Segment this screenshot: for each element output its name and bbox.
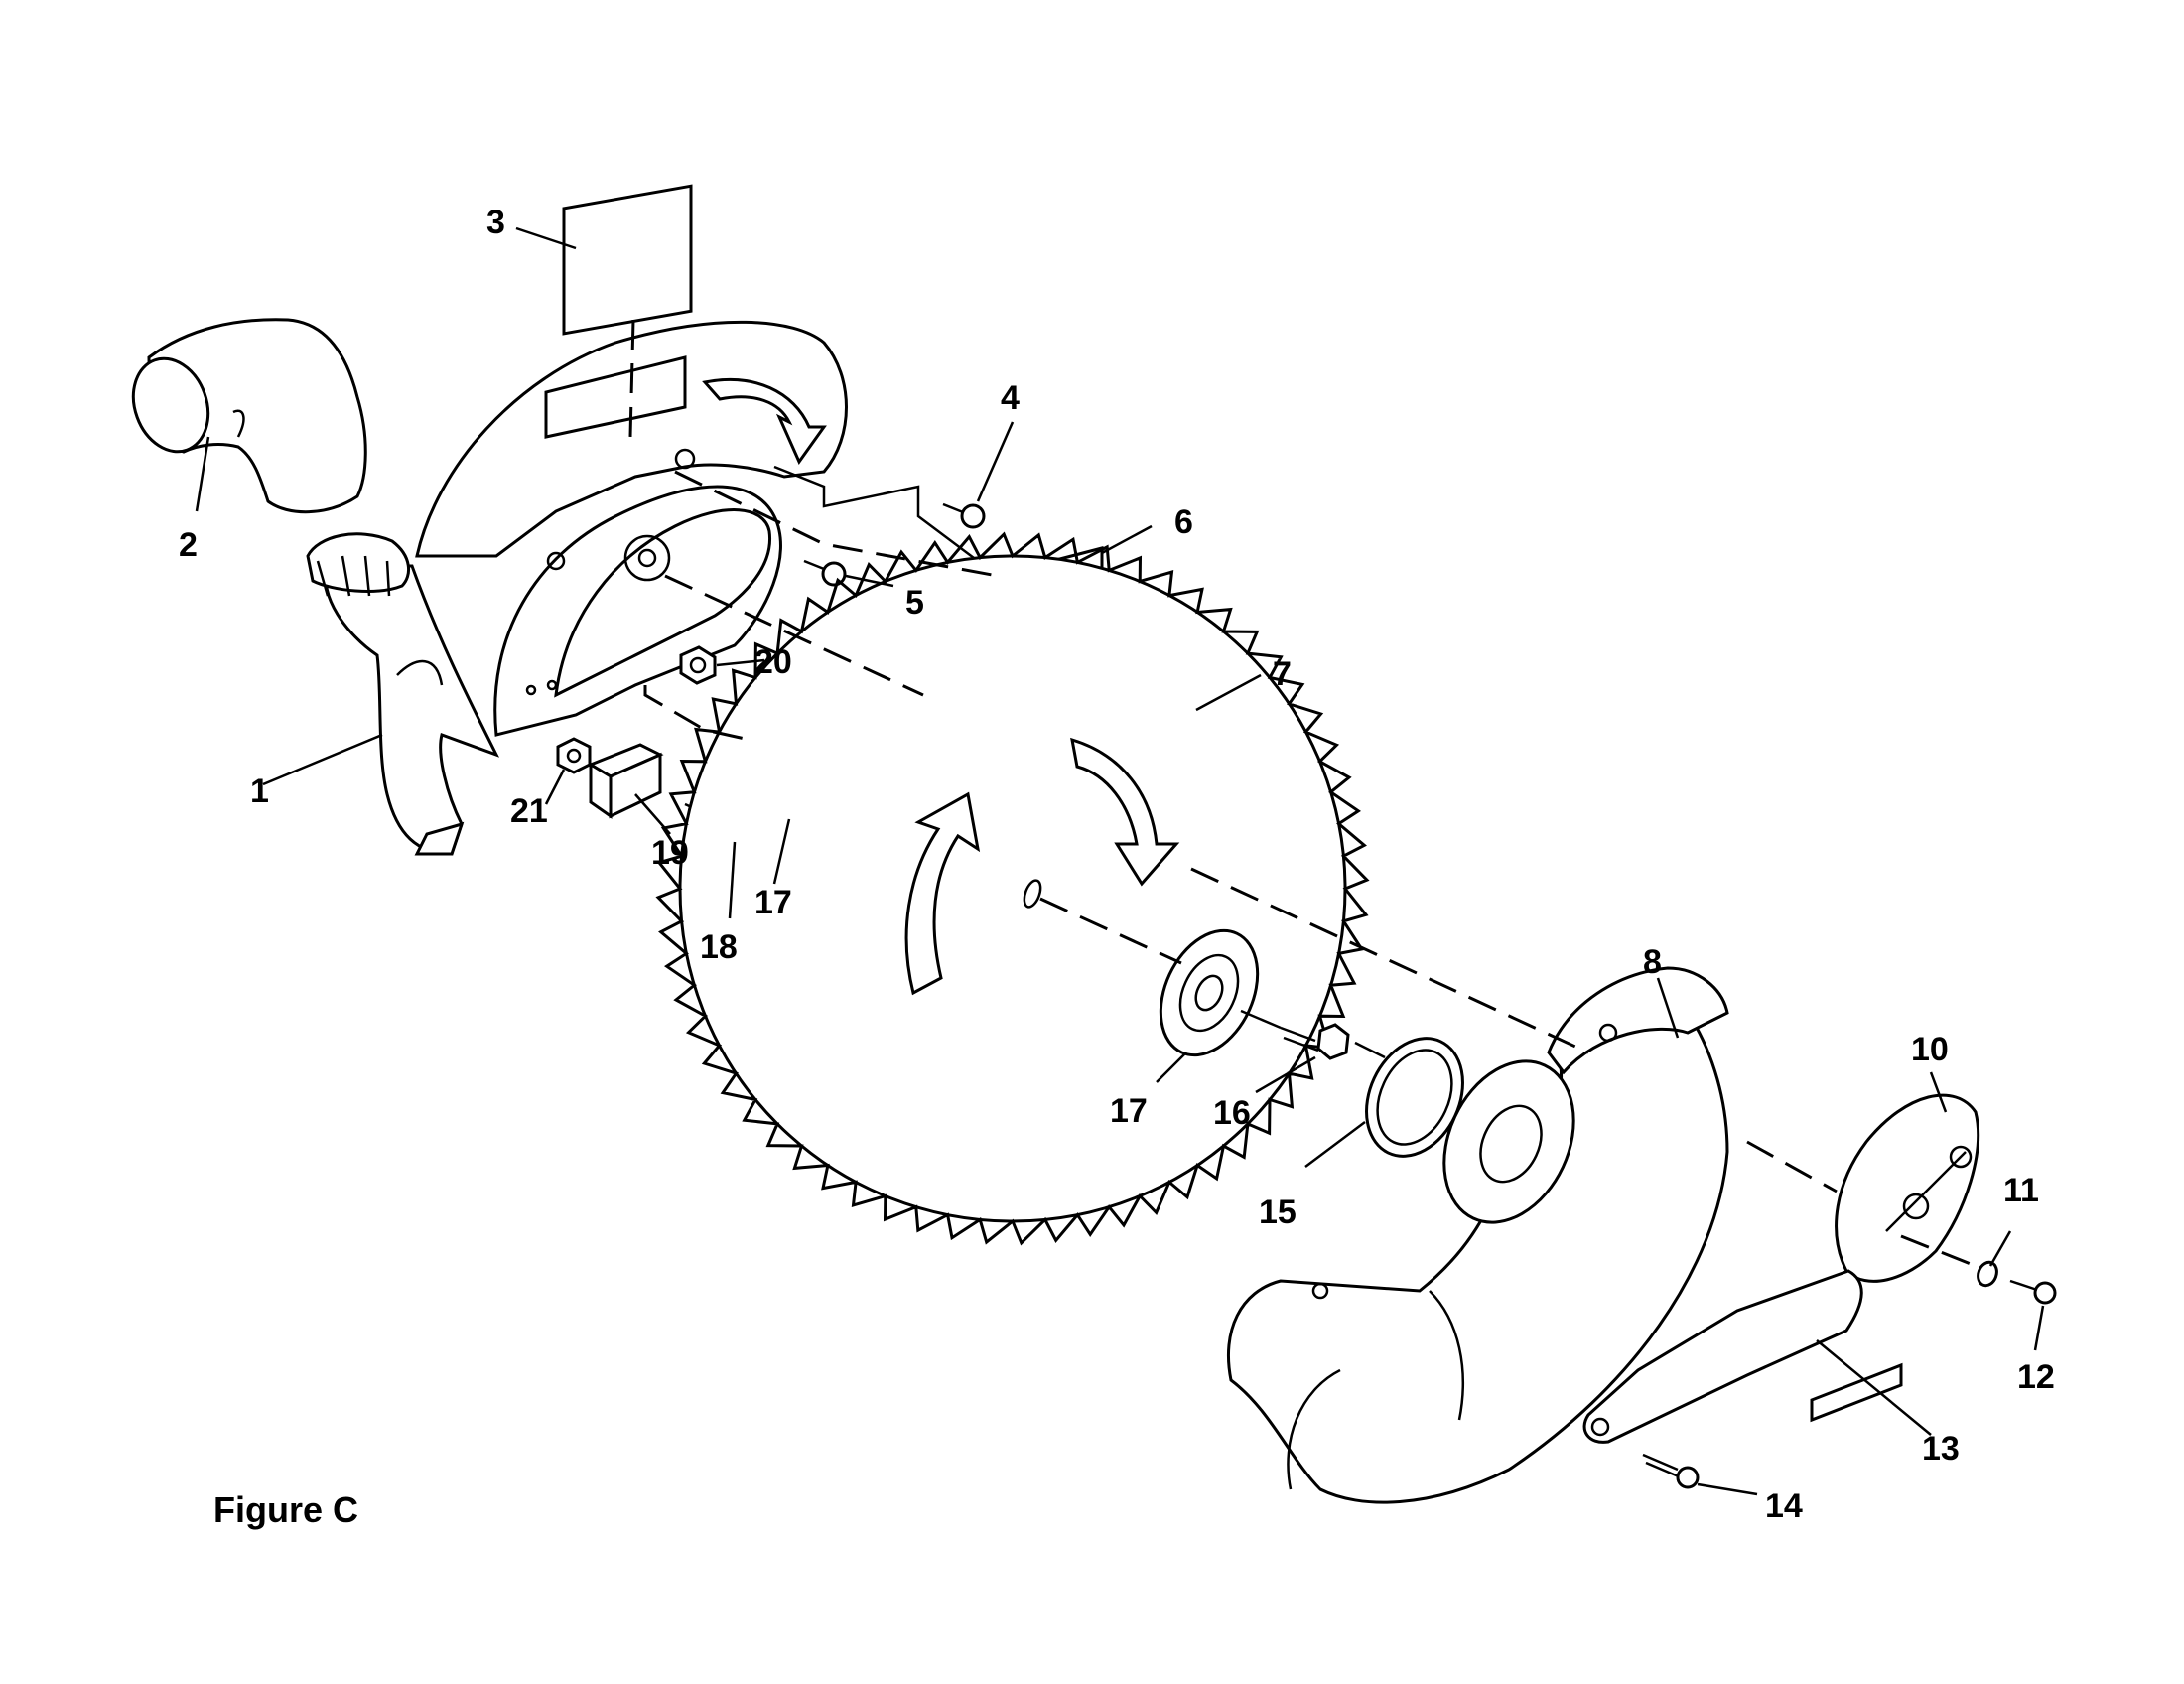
plate-part-10 [1835, 1093, 1980, 1283]
label-3-dash [628, 319, 635, 438]
callout-11: 11 [2003, 1172, 2039, 1209]
callout-12: 12 [2017, 1358, 2055, 1396]
callout-8: 8 [1643, 943, 1662, 981]
callout-labels: 1 2 3 4 5 6 7 8 10 11 12 13 14 15 16 17 … [179, 204, 2055, 1525]
leader-lines [195, 226, 2045, 1496]
callout-6: 6 [1174, 503, 1193, 541]
figure-caption: Figure C [213, 1489, 358, 1530]
callout-17-b: 17 [1110, 1092, 1148, 1130]
callout-13: 13 [1922, 1430, 1960, 1468]
label-part-3 [562, 184, 693, 336]
callout-21: 21 [510, 792, 548, 830]
callout-14: 14 [1765, 1487, 1803, 1525]
screw-part-12 [2009, 1279, 2057, 1305]
saw-blade-part [655, 531, 1370, 1246]
callout-15: 15 [1259, 1193, 1297, 1231]
callout-1: 1 [250, 772, 269, 810]
callout-2: 2 [179, 526, 198, 564]
callout-18: 18 [700, 928, 738, 966]
block-part-19 [587, 743, 664, 819]
lower-guard-part [1226, 966, 1729, 1504]
assembly-axis-lines [643, 470, 1977, 1268]
callout-7: 7 [1273, 655, 1292, 693]
callout-5: 5 [905, 584, 924, 622]
upper-guard-part [306, 320, 1033, 856]
callout-4: 4 [1001, 379, 1020, 417]
nut-part-20 [679, 645, 717, 685]
callout-10: 10 [1911, 1031, 1949, 1068]
screw-part-14 [1642, 1453, 1700, 1489]
callout-3: 3 [486, 204, 505, 241]
dust-elbow-part [131, 318, 367, 514]
nut-part-21 [556, 737, 592, 774]
screw-part-5 [803, 559, 847, 587]
callout-20: 20 [754, 643, 792, 681]
washer-part-17-outer [1159, 928, 1260, 1057]
callout-19: 19 [651, 834, 689, 872]
arm-part-13 [1582, 1269, 1903, 1444]
screw-part-4 [942, 502, 986, 529]
bolt-part-16 [1280, 1023, 1350, 1060]
washer-part-11 [1977, 1260, 1998, 1288]
callout-16: 16 [1213, 1094, 1251, 1132]
callout-17-a: 17 [754, 884, 792, 921]
